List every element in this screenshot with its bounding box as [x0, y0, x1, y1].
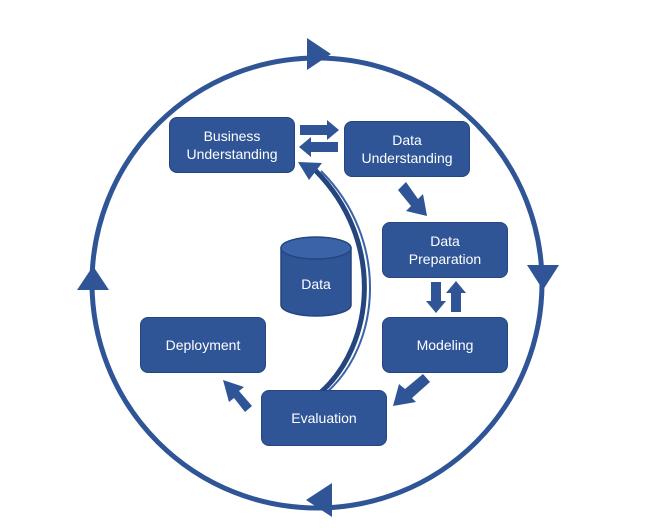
database-label: Data [301, 276, 331, 292]
arrow-up-left-icon [223, 380, 252, 412]
evaluation-label: Evaluation [291, 410, 357, 426]
phase-business-understanding: Business Understanding [169, 117, 295, 173]
phase-data-preparation: Data Preparation [382, 222, 508, 278]
arrow-left-icon [299, 137, 338, 157]
data-preparation-line2: Preparation [408, 251, 482, 267]
cycle-arrow-icon-top [307, 38, 331, 70]
data-understanding-line2: Understanding [361, 150, 453, 166]
feedback-arc [313, 168, 367, 395]
deployment-label: Deployment [165, 337, 241, 353]
database-cylinder-top [280, 236, 352, 260]
phase-evaluation: Evaluation [261, 390, 387, 446]
modeling-label: Modeling [416, 337, 474, 353]
business-understanding-line1: Business [203, 128, 261, 144]
arrow-right-icon [300, 120, 339, 140]
arrow-down-icon [426, 282, 446, 313]
arrow-down-left-icon [393, 374, 430, 406]
data-preparation-line1: Data [430, 233, 460, 249]
feedback-arrow-icon [298, 162, 322, 180]
feedback-arc-highlight [320, 170, 371, 394]
data-understanding-line1: Data [392, 132, 422, 148]
phase-data-understanding: Data Understanding [344, 121, 470, 177]
business-understanding-line2: Understanding [186, 146, 278, 162]
phase-modeling: Modeling [382, 317, 508, 373]
phase-deployment: Deployment [140, 317, 266, 373]
cycle-arrow-icon-right [527, 265, 559, 290]
arrow-up-icon [446, 281, 466, 312]
arrow-down-right-icon [398, 182, 427, 216]
database-cylinder-icon [280, 247, 352, 317]
cycle-arrow-icon-left [77, 266, 109, 290]
cycle-arrow-icon-bottom [306, 483, 332, 517]
